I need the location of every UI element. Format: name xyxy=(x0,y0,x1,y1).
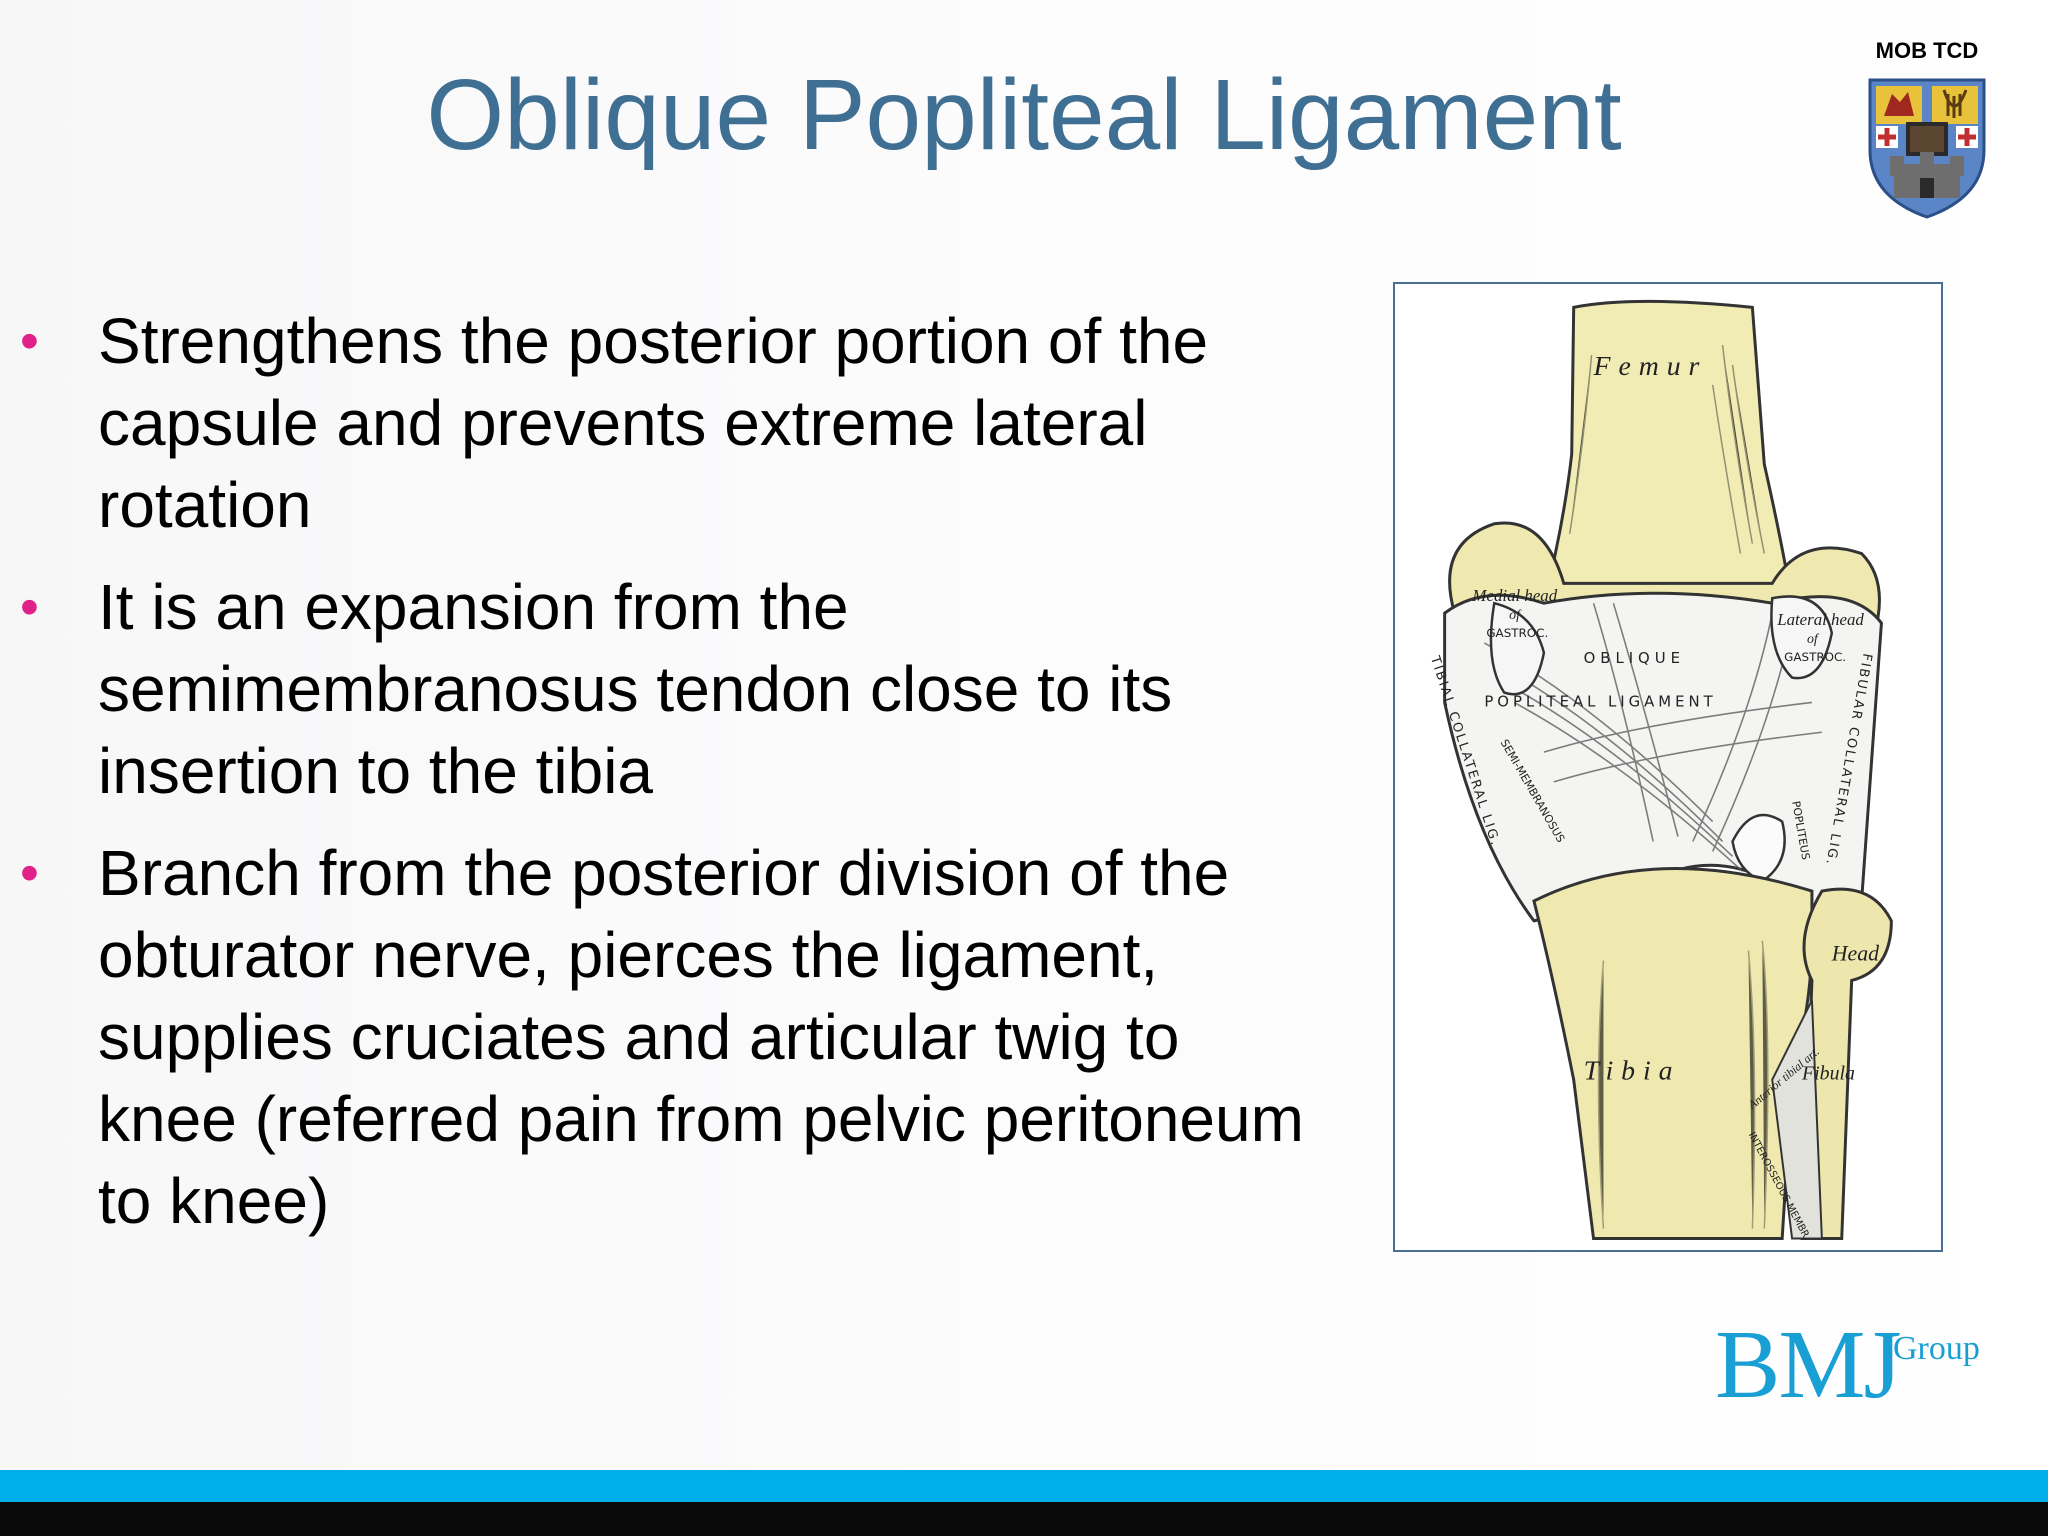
bullet-list: • Strengthens the posterior portion of t… xyxy=(20,300,1400,1262)
gastroc-label: GASTROC. xyxy=(1784,650,1846,664)
lateral-head-label: Lateral head xyxy=(1776,610,1864,629)
footer-bar-black xyxy=(0,1502,2048,1536)
gastroc-label: GASTROC. xyxy=(1486,626,1548,640)
footer-bar-blue xyxy=(0,1470,2048,1502)
slide-title: Oblique Popliteal Ligament xyxy=(426,59,1622,171)
popliteal-ligament-label: POPLITEAL LIGAMENT xyxy=(1484,692,1716,710)
femur-label: Femur xyxy=(1593,351,1708,382)
bullet-marker: • xyxy=(20,311,39,371)
bullet-text: Branch from the posterior division of th… xyxy=(98,837,1304,1237)
of-label: of xyxy=(1807,632,1820,647)
fibula-label: Fibula xyxy=(1801,1063,1855,1085)
bullet-item: • Strengthens the posterior portion of t… xyxy=(20,300,1400,546)
oblique-label: OBLIQUE xyxy=(1584,649,1685,667)
bullet-text: It is an expansion from the semimembrano… xyxy=(98,571,1173,807)
medial-head-label: Medial head xyxy=(1471,586,1557,605)
bullet-marker: • xyxy=(20,843,39,903)
bmj-logo-subtext: Group xyxy=(1893,1330,1980,1367)
knee-anatomy-figure: Femur Medial head of GASTROC. Lateral he… xyxy=(1393,282,1943,1252)
bmj-group-logo: BMJ Group xyxy=(1715,1310,1995,1430)
mob-tcd-label: MOB TCD xyxy=(1875,38,1979,63)
bullet-text: Strengthens the posterior portion of the… xyxy=(98,305,1209,541)
bullet-marker: • xyxy=(20,577,39,637)
knee-illustration: Femur Medial head of GASTROC. Lateral he… xyxy=(1427,299,1893,1242)
of-label: of xyxy=(1509,608,1522,623)
bullet-item: • Branch from the posterior division of … xyxy=(20,832,1400,1242)
head-label: Head xyxy=(1831,942,1879,966)
bmj-logo-text: BMJ xyxy=(1715,1311,1902,1419)
tibia-label: Tibia xyxy=(1584,1056,1681,1087)
tcd-crest-icon xyxy=(1868,78,1986,219)
bullet-item: • It is an expansion from the semimembra… xyxy=(20,566,1400,812)
